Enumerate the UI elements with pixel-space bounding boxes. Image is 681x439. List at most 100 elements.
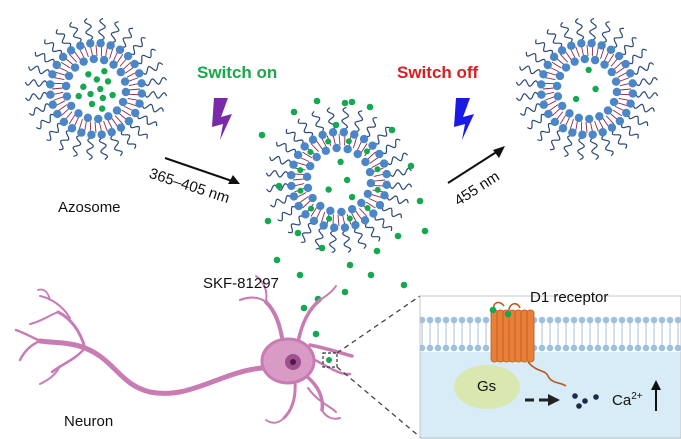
lipid-head (557, 46, 567, 55)
drug-particle (572, 95, 580, 103)
lipid-head (104, 112, 113, 121)
lipid-tail (607, 53, 615, 64)
released-drug (294, 229, 302, 237)
up-arrow-icon (651, 380, 661, 411)
neuron-process (39, 365, 61, 385)
released-drug (273, 256, 281, 264)
lipid-head (606, 45, 616, 54)
peg-tail (328, 230, 337, 254)
lipid-tail (122, 61, 132, 71)
peg-tail (44, 39, 63, 55)
drug-particle (104, 78, 112, 85)
lipid-tail (371, 161, 382, 168)
drug-particle (325, 138, 332, 145)
lipid-head (46, 90, 55, 99)
lipid-head (308, 193, 317, 203)
lipid-head (363, 189, 373, 199)
peg-tail (55, 29, 72, 49)
lipid-tail (559, 114, 567, 125)
neuron-process (307, 387, 337, 413)
drug-particle (374, 166, 381, 173)
released-drug (264, 217, 272, 225)
lipid-tail (365, 201, 376, 209)
lipid-head (628, 79, 637, 88)
lipid-head (330, 223, 339, 232)
lipid-head (46, 80, 55, 89)
lipid-head (332, 143, 341, 153)
lipid-head (135, 69, 144, 78)
peg-tail (287, 215, 304, 234)
peg-tail (276, 141, 297, 154)
lipid-head (74, 109, 83, 118)
bilayer-head (666, 316, 674, 324)
lipid-tail (103, 120, 108, 132)
peg-tail (86, 137, 94, 161)
lipid-head (300, 142, 309, 151)
released-drug (366, 103, 374, 111)
lipid-head (350, 130, 359, 139)
lipid-head (337, 207, 346, 217)
bilayer-head (562, 316, 570, 324)
bilayer-head (610, 344, 618, 352)
lipid-head (570, 57, 579, 66)
lipid-head (539, 100, 548, 109)
lipid-head (595, 112, 604, 121)
neuron-process (303, 373, 325, 412)
lipid-tail (68, 53, 78, 63)
bilayer-head (602, 344, 610, 352)
peg-tail (269, 155, 292, 165)
lipid-tail (310, 143, 319, 152)
lipid-head (131, 108, 140, 118)
lipid-tail (53, 96, 65, 101)
released-drug (388, 126, 396, 134)
inset-frame (419, 295, 681, 439)
bilayer-head (458, 316, 466, 324)
lipid-tail (569, 48, 576, 59)
bound-agonist (504, 310, 512, 318)
peg-tail (34, 52, 55, 64)
lipid-tail (351, 212, 358, 223)
lipid-tail (617, 71, 628, 78)
released-drug (416, 197, 424, 205)
peg-tail (354, 227, 367, 249)
lipid-tail (107, 119, 114, 130)
bilayer-head (626, 344, 634, 352)
lipid-tail (586, 44, 589, 57)
lipid-tail (302, 151, 313, 159)
lipid-tail (128, 88, 141, 91)
drug-particle (346, 215, 353, 222)
lipid-head (340, 223, 350, 232)
released-drug (296, 271, 304, 279)
drug-particle (101, 68, 108, 75)
lipid-head (360, 216, 370, 225)
lipid-head (326, 206, 335, 216)
lipid-head (539, 70, 548, 79)
calcium-ion (593, 394, 599, 400)
bilayer-head (434, 344, 442, 352)
lipid-tail (51, 87, 64, 90)
lipid-tail (94, 121, 97, 134)
lipid-tail (612, 109, 623, 117)
lipid-head (567, 41, 576, 50)
lipid-head (61, 81, 71, 91)
peg-tail (297, 118, 314, 138)
released-drug (400, 281, 408, 289)
lipid-head (89, 54, 98, 64)
lipid-tail (575, 46, 580, 58)
lipid-head (600, 60, 609, 69)
lipid-head (626, 99, 635, 108)
neuron-process (282, 380, 297, 420)
peg-tail (137, 114, 158, 126)
drug-particle (87, 90, 94, 98)
lipid-tail (544, 77, 556, 80)
azosome-open-center (265, 106, 413, 254)
neuron-process (296, 298, 322, 344)
peg-tail (130, 37, 146, 56)
lipid-head (67, 124, 77, 133)
drug-particle (343, 176, 351, 184)
bilayer-head (482, 316, 490, 324)
bilayer-head (578, 316, 586, 324)
lipid-tail (292, 178, 305, 181)
peg-tail (24, 79, 48, 87)
